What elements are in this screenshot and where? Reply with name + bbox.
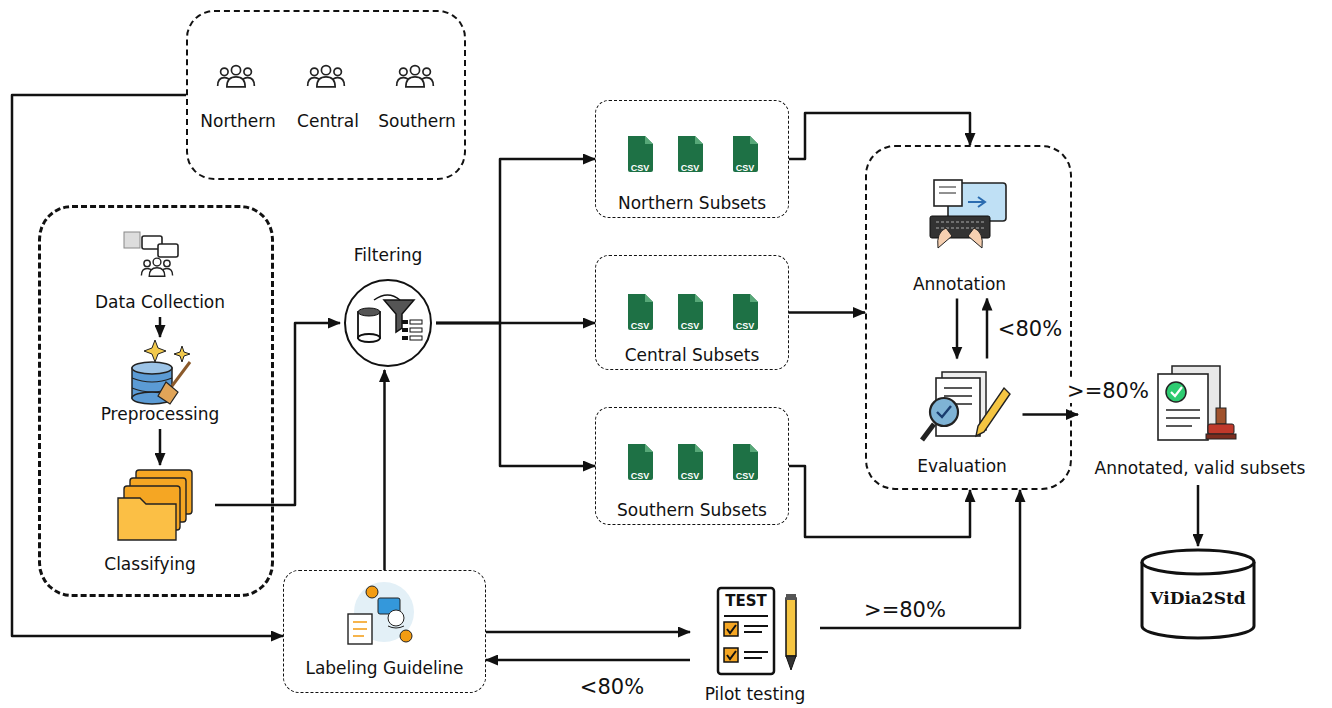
connector-arrow xyxy=(956,299,959,359)
subset-box: Central Subsets xyxy=(595,255,789,370)
node-label: Preprocessing xyxy=(101,404,220,424)
edge-label: >=80% xyxy=(1064,379,1152,403)
pilot-test-step: TEST Pilot testing xyxy=(690,585,820,706)
node-label: Classifying xyxy=(104,554,195,574)
process-step: Preprocessing xyxy=(70,340,250,426)
connector-arrow xyxy=(436,323,595,466)
icon-label: CSV xyxy=(631,321,650,331)
filter-step: Filtering xyxy=(340,240,436,368)
data-collection-icon xyxy=(124,232,178,276)
connector-arrow xyxy=(12,95,283,636)
guideline-icon xyxy=(348,582,414,644)
icon-label: CSV xyxy=(631,163,650,173)
subset-box: Northern Subsets xyxy=(595,100,789,218)
connector-arrow xyxy=(789,311,865,314)
connector-arrow xyxy=(215,323,340,505)
node-label: Central xyxy=(297,111,359,131)
process-step: Classifying xyxy=(85,468,215,578)
evaluation-icon xyxy=(922,372,1010,440)
node-label: Pilot testing xyxy=(705,684,806,704)
node-label: Southern xyxy=(378,111,455,131)
icon-label: CSV xyxy=(736,321,755,331)
icon-label: CSV xyxy=(736,471,755,481)
connector-arrow xyxy=(789,466,970,537)
guideline-box: Labeling Guideline xyxy=(283,570,486,693)
node-label: Evaluation xyxy=(917,456,1007,476)
connector-arrow xyxy=(159,429,162,465)
connector-arrow xyxy=(1023,413,1079,416)
node-label: ViDia2Std xyxy=(1150,588,1245,608)
node-label: Labeling Guideline xyxy=(305,658,463,678)
edge-label: <80% xyxy=(577,675,647,699)
node-label: Annotation xyxy=(913,274,1006,294)
icon-label: CSV xyxy=(681,321,700,331)
edge-label: <80% xyxy=(995,317,1065,341)
process-step: Evaluation xyxy=(905,362,1020,480)
connector-arrow xyxy=(159,317,162,337)
connector-arrow xyxy=(820,490,1020,628)
node-label: Northern Subsets xyxy=(618,193,766,213)
connector-arrow xyxy=(486,659,690,662)
filter-icon xyxy=(345,280,431,366)
test-clipboard-icon xyxy=(718,588,796,674)
connector-arrow xyxy=(1197,485,1200,546)
preprocessing-icon xyxy=(132,340,190,404)
approved-document-icon xyxy=(1158,366,1236,440)
folders-icon xyxy=(118,470,192,540)
database-cylinder: ViDia2Std xyxy=(1140,548,1256,640)
node-label: Southern Subsets xyxy=(617,500,767,520)
edge-label: >=80% xyxy=(861,598,949,622)
icon-label: CSV xyxy=(681,471,700,481)
annotation-icon xyxy=(930,180,1006,248)
icon-label: TEST xyxy=(725,593,767,610)
region-group: Northern Central Southern xyxy=(186,10,466,180)
connector-arrow xyxy=(436,159,595,323)
node-label: Central Subsets xyxy=(625,345,760,365)
node-label: Northern xyxy=(200,111,275,131)
icon-label: CSV xyxy=(631,471,650,481)
connector-arrow xyxy=(789,113,970,159)
connector-arrow xyxy=(486,631,690,634)
subset-box: Southern Subsets xyxy=(595,407,789,525)
pipeline-group: Data CollectionPreprocessingClassifying xyxy=(38,205,274,597)
csv-icons xyxy=(628,136,758,480)
connector-arrow xyxy=(986,299,989,359)
node-label: Data Collection xyxy=(95,292,225,312)
icon-label: CSV xyxy=(681,163,700,173)
process-step: Data Collection xyxy=(70,228,250,314)
process-step: Annotation xyxy=(905,178,1015,296)
people-icons xyxy=(218,66,434,87)
node-label: Annotated, valid subsets xyxy=(1095,458,1306,478)
icon-label: CSV xyxy=(736,163,755,173)
connector-arrow xyxy=(383,370,386,570)
node-label: Filtering xyxy=(354,245,422,265)
